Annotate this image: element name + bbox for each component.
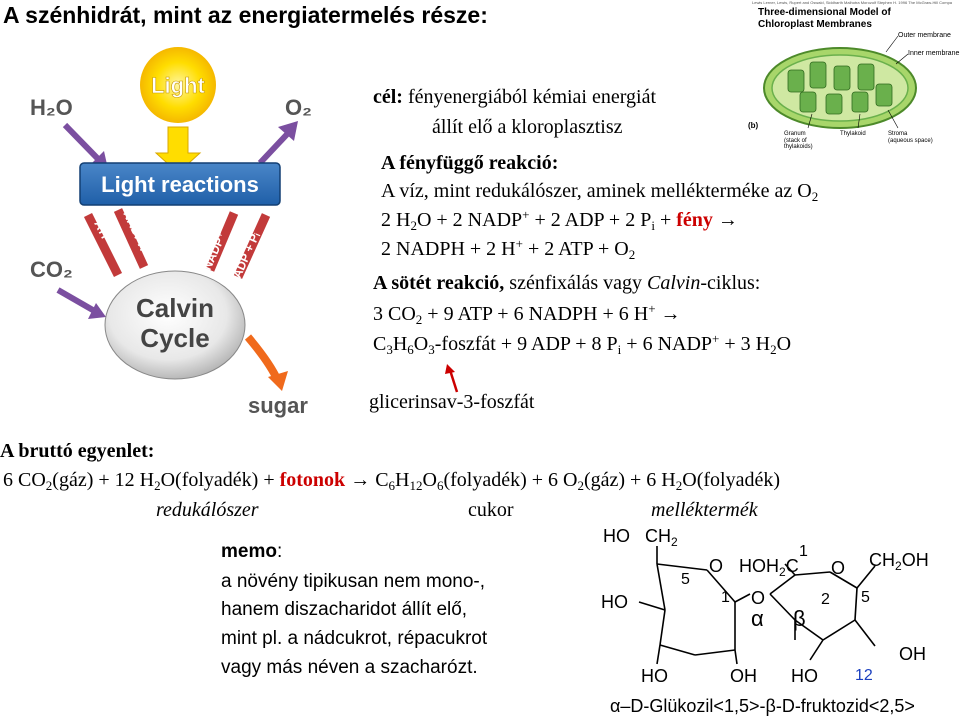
light-reactions-box (79, 162, 281, 206)
ho-label-left: HO (601, 592, 628, 612)
alpha-symbol: α (751, 606, 764, 631)
memo-label: memo: (221, 541, 283, 562)
reaction-arrow-icon: → (350, 469, 371, 491)
reaction-arrow-icon: → (717, 209, 738, 231)
ch2-label-top: CH2 (645, 526, 678, 549)
memo-line3: mint pl. a nádcukrot, répacukrot (221, 628, 488, 649)
sugar-arrow-icon (244, 334, 288, 391)
adp-pi-label: ADP + Pᵢ (230, 230, 263, 280)
dark-reaction-heading: A sötét reakció, szénfixálás vagy Calvin… (373, 272, 761, 294)
chloroplast-figure: Lewis Lerner, Lewis, Rupert and Oswald, … (748, 0, 960, 160)
memo-line1: a növény tipikusan nem mono-, (221, 571, 486, 592)
light-dependent-desc: A víz, mint redukálószer, aminek mellékt… (381, 180, 819, 204)
g3p-annotation: glicerinsav-3-foszfát (369, 391, 535, 413)
sucrose-systematic-name: α–D-Glükozil<1,5>-β-D-fruktozid<2,5> (610, 696, 915, 716)
o2-label: O₂ (285, 95, 312, 120)
figure-credit: Lewis Lerner, Lewis, Rupert and Oswald, … (752, 1, 952, 5)
label-twelve: 12 (855, 667, 873, 684)
light-dependent-heading: A fényfüggő reakció: (381, 152, 559, 174)
gross-equation-heading: A bruttó egyenlet: (0, 440, 155, 462)
beta-symbol: β (793, 606, 806, 631)
nadph-arrow-icon (113, 208, 149, 269)
goal-line1: cél: fényenergiából kémiai energiát (373, 86, 657, 108)
light-dependent-equation-2: 2 NADPH + 2 H+ + 2 ATP + O2 (381, 236, 636, 262)
co2-arrow-icon (56, 287, 106, 319)
dark-reaction-equation-1: 3 CO2 + 9 ATP + 6 NADPH + 6 H+ → (373, 301, 681, 327)
memo-line4: vagy más néven a szacharózt. (221, 657, 478, 678)
inner-membrane-label: Inner membrane (908, 50, 960, 57)
fructose-ring-oxygen: O (831, 558, 845, 578)
fructose-c5-label: 5 (861, 589, 870, 606)
dark-reaction-equation-2: C3H6O3-foszfát + 9 ADP + 8 Pi + 6 NADP+ … (373, 331, 792, 357)
byproduct-label: melléktermék (651, 499, 758, 521)
sun-icon (140, 47, 216, 123)
nadp-label: NADP⁺ (200, 230, 229, 273)
panel-label: (b) (748, 121, 759, 130)
annotation-arrow-icon (445, 364, 459, 393)
nadp-arrow-icon (205, 211, 239, 272)
glucose-c5-label: 5 (681, 571, 690, 588)
fructose-ring (769, 563, 876, 661)
oh-label-bottom-far: OH (899, 644, 926, 664)
memo-line2: hanem diszacharidot állít elő, (221, 599, 468, 620)
figure-heading-line1: Three-dimensional Model of (758, 7, 891, 18)
calvin-cycle-circle (104, 270, 246, 380)
light-dependent-equation-1: 2 H2O + 2 NADP+ + 2 ADP + 2 Pi + fény → (381, 207, 738, 233)
figure-heading-line2: Chloroplast Membranes (758, 19, 872, 30)
photosynthesis-cycle-diagram: Light H₂O O₂ Light reactions ATP NADPH N… (30, 47, 312, 418)
light-label: Light (151, 73, 205, 98)
co2-label: CO₂ (30, 257, 73, 282)
goal-line2: állít elő a kloroplasztisz (432, 116, 623, 138)
outer-membrane-label: Outer membrane (898, 32, 951, 39)
adp-pi-arrow-icon (233, 213, 271, 279)
glucose-ring-oxygen: O (709, 556, 723, 576)
thylakoid-label: Thylakoid (840, 131, 866, 137)
sucrose-structure: HO CH2 5 O HOH2C 1 O CH2OH HO 1 O 2 5 α … (601, 526, 929, 716)
o2-arrow-icon (257, 121, 298, 166)
reaction-arrow-icon: → (660, 303, 681, 325)
glycosidic-oxygen: O (751, 588, 765, 608)
oh-label-bottom-mid: OH (730, 666, 757, 686)
sugar-label: sugar (248, 393, 308, 418)
ho-label-bottom-left: HO (641, 666, 668, 686)
h2o-label: H₂O (30, 95, 73, 120)
fructose-c1-label: 1 (799, 543, 808, 560)
grana-stacks (787, 61, 893, 115)
chloroplast-illustration (763, 35, 917, 129)
calvin-label-line1: Calvin (136, 293, 214, 323)
ho-label-top: HO (603, 526, 630, 546)
light-reactions-label: Light reactions (101, 172, 259, 197)
ch2oh-label-right: CH2OH (869, 550, 929, 573)
ho-label-bottom-right: HO (791, 666, 818, 686)
atp-arrow-icon (83, 212, 123, 278)
fructose-c2-label: 2 (821, 591, 830, 608)
granum-label: Granum (stack of thylakoids) (784, 131, 813, 151)
page-title: A szénhidrát, mint az energiatermelés ré… (3, 2, 488, 28)
reducer-label: redukálószer (156, 499, 259, 521)
glucose-c1-label: 1 (721, 589, 730, 606)
stroma-label: Stroma (aqueous space) (888, 131, 933, 144)
gross-equation: 6 CO2(gáz) + 12 H2O(folyadék) + fotonok … (3, 469, 780, 493)
calvin-label-line2: Cycle (140, 323, 209, 353)
glucose-ring (638, 546, 751, 665)
sugar-label-text: cukor (468, 499, 514, 521)
hoh2c-label: HOH2C (739, 556, 799, 579)
